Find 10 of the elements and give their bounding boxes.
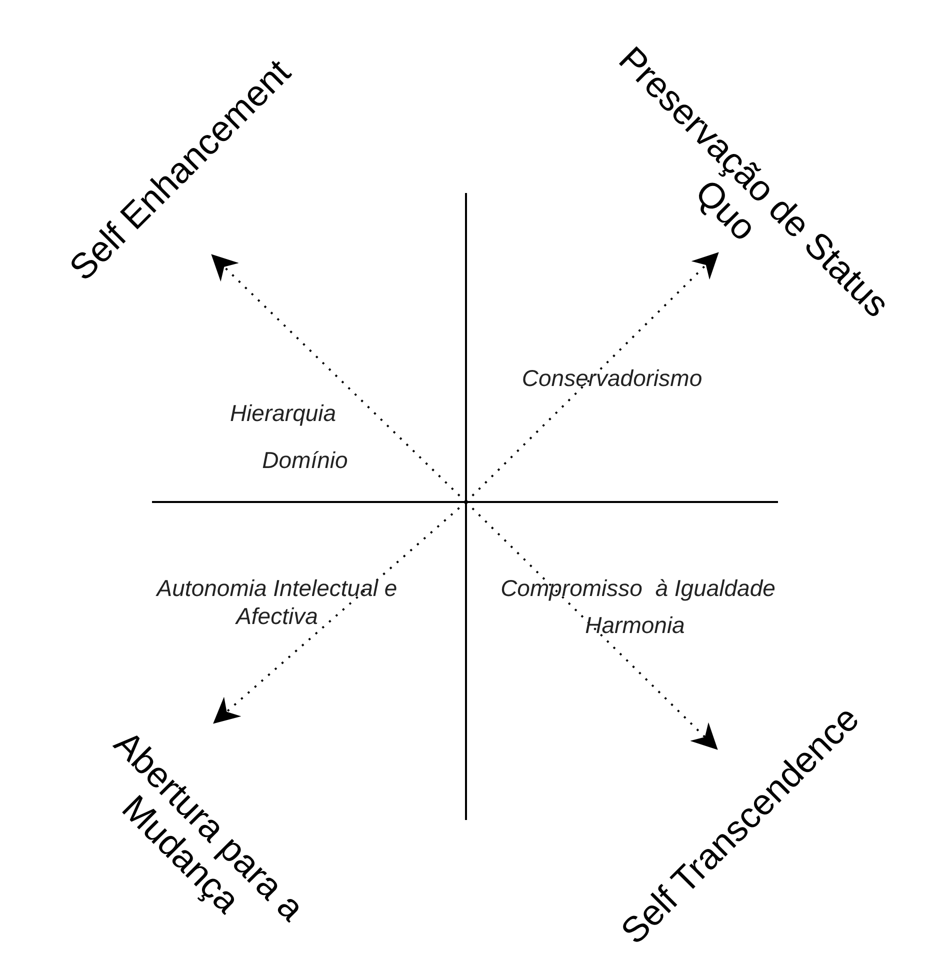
quadrant-label: Autonomia Intelectual e Afectiva (154, 574, 398, 630)
arrow (211, 254, 467, 503)
arrow (465, 501, 718, 750)
quadrant-label: Hierarquia (230, 399, 336, 427)
arrow (465, 252, 719, 503)
quadrant-label: Domínio (262, 446, 348, 474)
arrow (213, 501, 467, 724)
quadrant-label: Conservadorismo (522, 364, 702, 392)
quadrant-label: Harmonia (585, 611, 685, 639)
quadrant-label: Compromisso à Igualdade (500, 574, 776, 602)
